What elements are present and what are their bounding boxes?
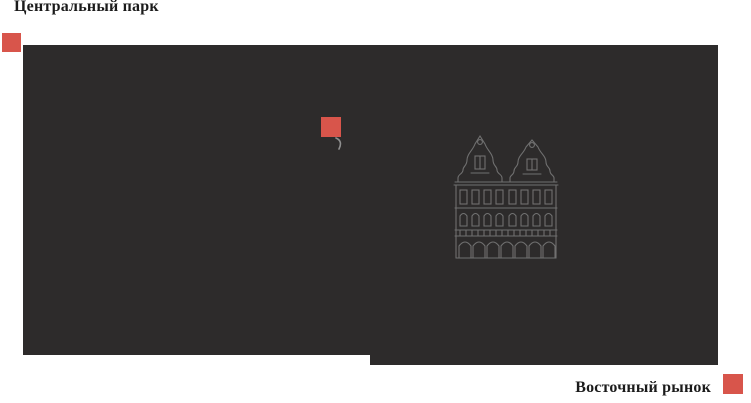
cursor-mark-icon	[335, 137, 342, 150]
top-left-label: Центральный парк	[14, 0, 159, 15]
red-marker-inner[interactable]	[321, 117, 341, 137]
building-illustration	[453, 134, 559, 259]
red-marker-bottom-right[interactable]	[723, 374, 743, 394]
dark-panel-extension	[370, 355, 718, 365]
bottom-right-label: Восточный рынок	[575, 379, 711, 396]
dark-panel	[23, 45, 718, 355]
red-marker-top-left[interactable]	[2, 33, 21, 52]
